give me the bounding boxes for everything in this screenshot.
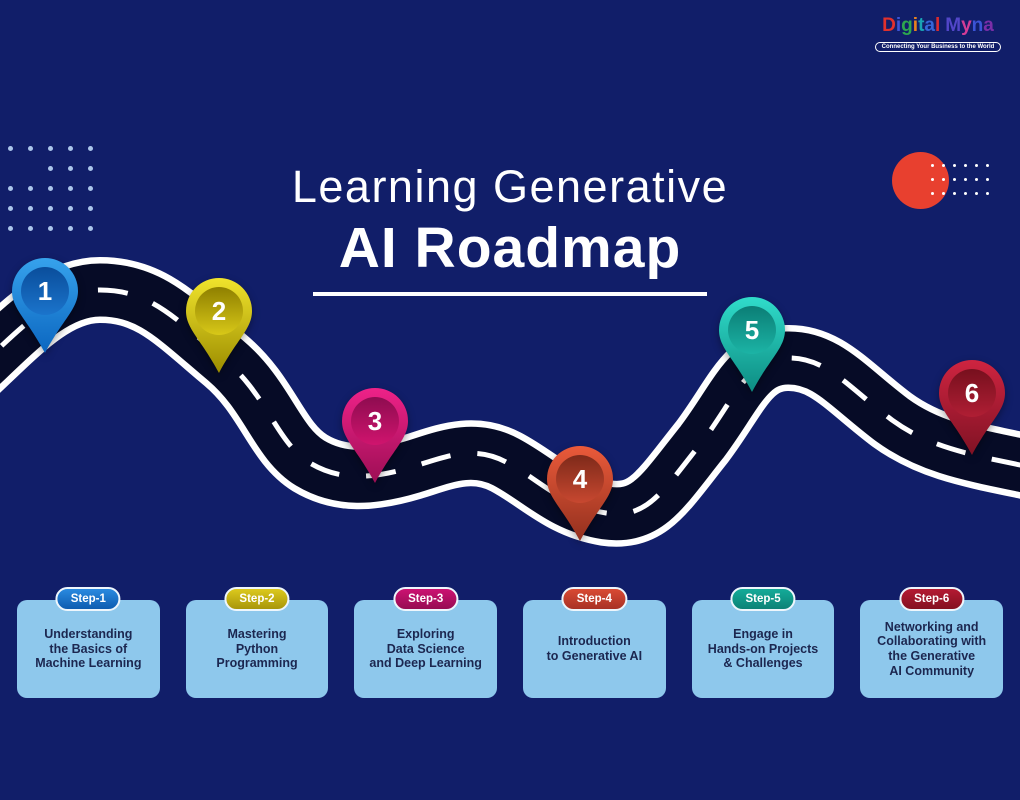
title-line-2: AI Roadmap xyxy=(338,215,682,280)
step-card-body: Understanding the Basics of Machine Lear… xyxy=(17,600,160,698)
logo-letter: i xyxy=(912,15,919,36)
step-description: Introduction to Generative AI xyxy=(546,634,643,663)
roadmap-pin-1: 1 xyxy=(7,255,83,355)
pin-number: 4 xyxy=(572,464,588,494)
title-line-1: Learning Generative xyxy=(291,161,729,212)
roadmap-pin-2: 2 xyxy=(181,275,257,375)
logo-letter: l xyxy=(934,15,941,36)
logo-letter: n xyxy=(971,15,984,36)
step-card-3: Exploring Data Science and Deep Learning… xyxy=(354,587,498,698)
decorative-red-circle xyxy=(892,152,949,209)
step-badge: Step-6 xyxy=(899,587,965,612)
roadmap-pin-5: 5 xyxy=(714,294,790,394)
step-card-body: Engage in Hands-on Projects & Challenges xyxy=(691,600,835,698)
pin-marker-icon xyxy=(186,278,252,373)
step-card-2: Mastering Python Programming Step-2 xyxy=(185,587,329,698)
pin-marker-icon xyxy=(12,258,78,353)
step-card-1: Understanding the Basics of Machine Lear… xyxy=(17,587,160,698)
pin-number: 5 xyxy=(744,315,760,345)
step-card-4: Introduction to Generative AI Step-4 xyxy=(523,587,666,698)
brand-name: Digital Myna xyxy=(874,16,1002,35)
step-card-body: Exploring Data Science and Deep Learning xyxy=(354,600,498,698)
decorative-dot-grid-right xyxy=(931,164,989,195)
roadmap-pin-6: 6 xyxy=(934,357,1010,457)
step-badge: Step-5 xyxy=(730,587,796,612)
logo-letter: g xyxy=(901,15,913,36)
step-badge: Step-3 xyxy=(393,587,459,612)
title-underline xyxy=(313,292,707,297)
page-title: Learning Generative AI Roadmap xyxy=(0,161,1020,297)
step-card-body: Networking and Collaborating with the Ge… xyxy=(860,600,1004,698)
step-badge: Step-4 xyxy=(561,587,627,612)
decorative-dot-grid-left xyxy=(8,146,93,231)
logo-letter: a xyxy=(983,15,994,36)
step-card-body: Introduction to Generative AI xyxy=(523,600,666,698)
logo-letter: D xyxy=(882,15,896,36)
logo-letter: y xyxy=(961,15,972,36)
roadmap-pin-4: 4 xyxy=(542,443,618,543)
step-card-6: Networking and Collaborating with the Ge… xyxy=(860,587,1004,698)
logo-letter: a xyxy=(924,15,935,36)
logo-letter: i xyxy=(895,15,902,36)
step-description: Exploring Data Science and Deep Learning xyxy=(369,626,482,671)
pin-marker-icon xyxy=(547,446,613,541)
step-badge: Step-1 xyxy=(55,587,121,612)
step-description: Engage in Hands-on Projects & Challenges xyxy=(707,626,819,671)
step-description: Understanding the Basics of Machine Lear… xyxy=(35,626,142,671)
logo-letter: t xyxy=(918,15,925,36)
step-description: Networking and Collaborating with the Ge… xyxy=(877,619,987,678)
road-asphalt xyxy=(0,263,1020,541)
pin-number: 1 xyxy=(37,276,53,306)
logo-letter: M xyxy=(945,15,962,36)
roadmap-pin-3: 3 xyxy=(337,385,413,485)
road-center-dashes xyxy=(0,287,1020,517)
brand-logo: Digital Myna Connecting Your Business to… xyxy=(874,16,1002,53)
pin-number: 6 xyxy=(964,378,980,408)
pin-number: 2 xyxy=(211,296,227,326)
brand-tagline: Connecting Your Business to the World xyxy=(874,42,1002,52)
step-card-5: Engage in Hands-on Projects & Challenges… xyxy=(691,587,835,698)
step-badge: Step-2 xyxy=(224,587,290,612)
pin-number: 3 xyxy=(367,406,383,436)
pin-marker-icon xyxy=(719,297,785,392)
steps-row: Understanding the Basics of Machine Lear… xyxy=(17,587,1004,698)
step-card-body: Mastering Python Programming xyxy=(185,600,329,698)
step-description: Mastering Python Programming xyxy=(216,626,298,671)
pin-marker-icon xyxy=(939,360,1005,455)
pin-marker-icon xyxy=(342,388,408,483)
